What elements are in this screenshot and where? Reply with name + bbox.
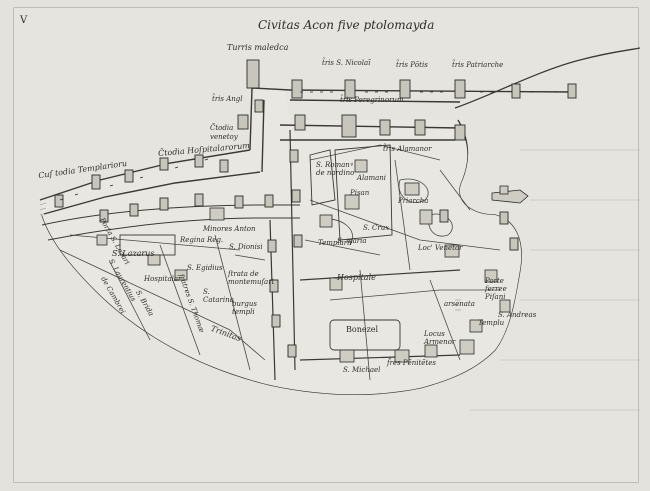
label-s-romanus: S. Romanꝰ de nardino [316,161,355,177]
label-hospitale: Hospitale [337,273,376,282]
label-s-crux: S. Crux [363,224,390,232]
inner-walls [269,129,461,381]
label-hospitale-hospitalariorum: Hospitalar [144,275,182,283]
label-s-maria: S. maria [337,237,367,245]
label-arsena: arsenata [444,300,475,308]
label-locus-armenorum: Locus Armenor [424,330,456,346]
label-custodia-venetorum: C̃todia venetoy [210,124,238,141]
enclosures [119,144,401,351]
label-s-dionysius: S. Dionisi [229,243,263,251]
label-s-lazarus: S. Lazarus [112,249,155,258]
label-patriarcha: Priarcha [398,197,429,205]
label-turris-alamanorum: t̃ris Alamanor [383,145,432,153]
label-domus-regina: Regina Reg. [180,236,224,244]
sea-hatching [470,149,640,411]
outer-city-walls [39,87,576,215]
wall-towers [54,59,577,358]
plate-number: V [20,15,28,26]
label-s-catarina: S. Catarina [203,288,234,304]
label-pisani: Pisan [350,189,370,197]
label-templarii: Templarii [318,239,352,247]
label-turris-patriarche: t̃ris Patriarche [452,61,504,69]
moat [41,204,300,226]
label-porta-ferrea-pisanorum: Porte ferree Piſani [485,277,507,301]
label-turris-potis: t̃ris Pŏtis [396,61,428,69]
label-minores-antonii: Minores Anton [203,225,256,233]
label-templum: Templu [478,319,505,327]
map-title: Civitas Acon five ptolomayda [258,18,435,32]
crenellations [59,91,558,201]
label-alamani: Alamani [357,174,387,182]
harbour-tower-icon [491,185,529,204]
label-s-egidius: S. Egidius [187,264,223,272]
label-loc-venetorum: Loc' Venetor [418,244,463,252]
label-s-michael: S. Michael [343,366,381,374]
label-turris-anglorum: t̃ris Angl [212,95,243,103]
label-turris-s-nicolai: t̃ris S. Nicolaĩ [322,59,371,67]
label-turris-peregrinorum: t̃ris Peregrinorum [340,96,404,104]
shading [39,202,461,311]
label-bonezel: Bonezel [346,325,379,334]
label-burgus-templi: burgus templi [232,300,257,316]
label-strata-montemusart: ſtrata de montemuſart [228,270,275,286]
label-turris-maledicta: Turris maledca [227,43,289,52]
buildings [96,159,511,363]
label-s-andreas: S. Andreas [498,311,537,319]
label-fratres-penitentes: f̃res Pĕnitẽtes [387,359,436,367]
